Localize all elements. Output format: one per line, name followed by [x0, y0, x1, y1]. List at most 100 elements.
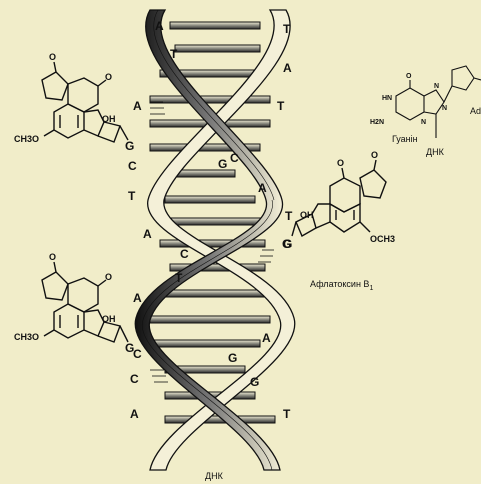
base-letter: A [143, 227, 152, 241]
rung [149, 315, 271, 324]
base-letter: G [250, 375, 259, 389]
guanine-molecule: O HN H2N N N N Гуанін ДНК Ad [370, 65, 481, 157]
hydroxyl-label: OH [102, 114, 116, 124]
hydroxyl-label: OH [300, 210, 314, 220]
methoxy-bond [43, 129, 55, 137]
guanine-n: N [421, 119, 426, 126]
methoxy-label: OCH3 [370, 234, 395, 244]
attachment-bond [119, 125, 129, 141]
rung [174, 44, 261, 53]
furan-ring [83, 109, 105, 137]
base-letter: G [283, 237, 292, 251]
oxo-bond [53, 261, 107, 287]
base-letter: T [175, 271, 183, 285]
rung [149, 339, 261, 348]
benzene-inner [59, 315, 79, 328]
guanine-oxygen: O [406, 73, 412, 80]
guanine-ad-label: Ad [470, 106, 481, 116]
base-letter: A [130, 407, 139, 421]
attachment-bond [119, 325, 129, 343]
guanine-dna-label: ДНК [426, 147, 445, 157]
base-letter: A [262, 331, 271, 345]
rung [174, 169, 236, 178]
oxo-label: O [49, 52, 56, 62]
helix-hatching [150, 95, 274, 383]
base-letter: T [283, 22, 291, 36]
dihydrofuran-ring [295, 213, 317, 237]
sugar-ring [451, 65, 475, 91]
aflatoxin-molecule-right: O O OH OCH3 G [282, 150, 395, 251]
base-letter: G [218, 157, 227, 171]
dihydrofuran-ring [97, 321, 121, 343]
aflatoxin-label: Афлатоксин B1 [310, 279, 373, 292]
pyrimidine-ring [395, 87, 425, 121]
glycosidic-bond [443, 85, 453, 103]
methoxy-bond [359, 221, 371, 233]
guanine-amine: H2N [370, 119, 384, 126]
base-letter: T [170, 47, 178, 61]
furan-ring [311, 203, 331, 229]
base-letter: A [133, 99, 142, 113]
cyclopentenone-ring [359, 169, 387, 199]
guanine-n: N [442, 105, 447, 112]
base-letter: C [133, 347, 142, 361]
benzene-ring [53, 103, 85, 139]
aflatoxin-subscript: 1 [369, 285, 373, 292]
adduct-g-label: G [125, 341, 134, 355]
helix-dna-label: ДНК [205, 471, 224, 481]
rung [159, 239, 266, 248]
base-letter: C [128, 159, 137, 173]
rung [159, 289, 271, 298]
base-pair-rungs [149, 21, 276, 424]
backbone-bond [473, 77, 481, 81]
base-letter: A [258, 181, 267, 195]
hydroxyl-label: OH [102, 314, 116, 324]
dihydrofuran-ring [97, 121, 121, 143]
oxo-bond [341, 159, 377, 179]
rung [164, 195, 256, 204]
base-letter: C [230, 151, 239, 165]
oxo-label: O [49, 252, 56, 262]
helix-strand-front [134, 9, 283, 471]
base-letter: G [228, 351, 237, 365]
oxo-label: O [105, 272, 112, 282]
base-letter: T [283, 407, 291, 421]
cyclopentenone-ring [41, 271, 69, 301]
base-letter: A [283, 61, 292, 75]
base-letter: A [155, 19, 164, 33]
benzene-ring [53, 303, 85, 339]
base-letter: C [180, 247, 189, 261]
methoxy-label: CH3O [14, 134, 39, 144]
benzene-inner [59, 115, 79, 128]
base-letter: A [133, 291, 142, 305]
oxo-label: O [371, 150, 378, 160]
base-letter: T [285, 209, 293, 223]
aflatoxin-molecule-bottom-left: O O OH CH3O G [14, 252, 134, 355]
aflatoxin-label-text: Афлатоксин B [310, 279, 369, 289]
rung [169, 21, 261, 30]
methoxy-bond [43, 329, 55, 337]
methoxy-label: CH3O [14, 332, 39, 342]
oxo-label: O [105, 72, 112, 82]
aflatoxin-molecule-top-left: O O OH CH3O G [14, 52, 134, 153]
rung [149, 95, 271, 104]
helix-strand-back [147, 9, 296, 471]
oxo-bond [53, 61, 107, 87]
guanine-name-label: Гуанін [392, 134, 418, 144]
oxo-label: O [337, 158, 344, 168]
base-letter: T [277, 99, 285, 113]
guanine-hn: HN [382, 95, 392, 102]
imidazole-ring [423, 89, 445, 115]
bases-left: A T A C T A C A T C C A [128, 19, 189, 421]
benzene-inner [335, 210, 355, 220]
base-letter: C [130, 372, 139, 386]
guanine-n: N [434, 83, 439, 90]
cyclopentenone-ring [41, 71, 69, 101]
bases-right: T A T G C A T G G A G T [218, 22, 293, 421]
benzene-ring [329, 202, 361, 233]
attachment-bond [291, 221, 297, 237]
adduct-g-label: G [125, 139, 134, 153]
base-letter: T [128, 189, 136, 203]
